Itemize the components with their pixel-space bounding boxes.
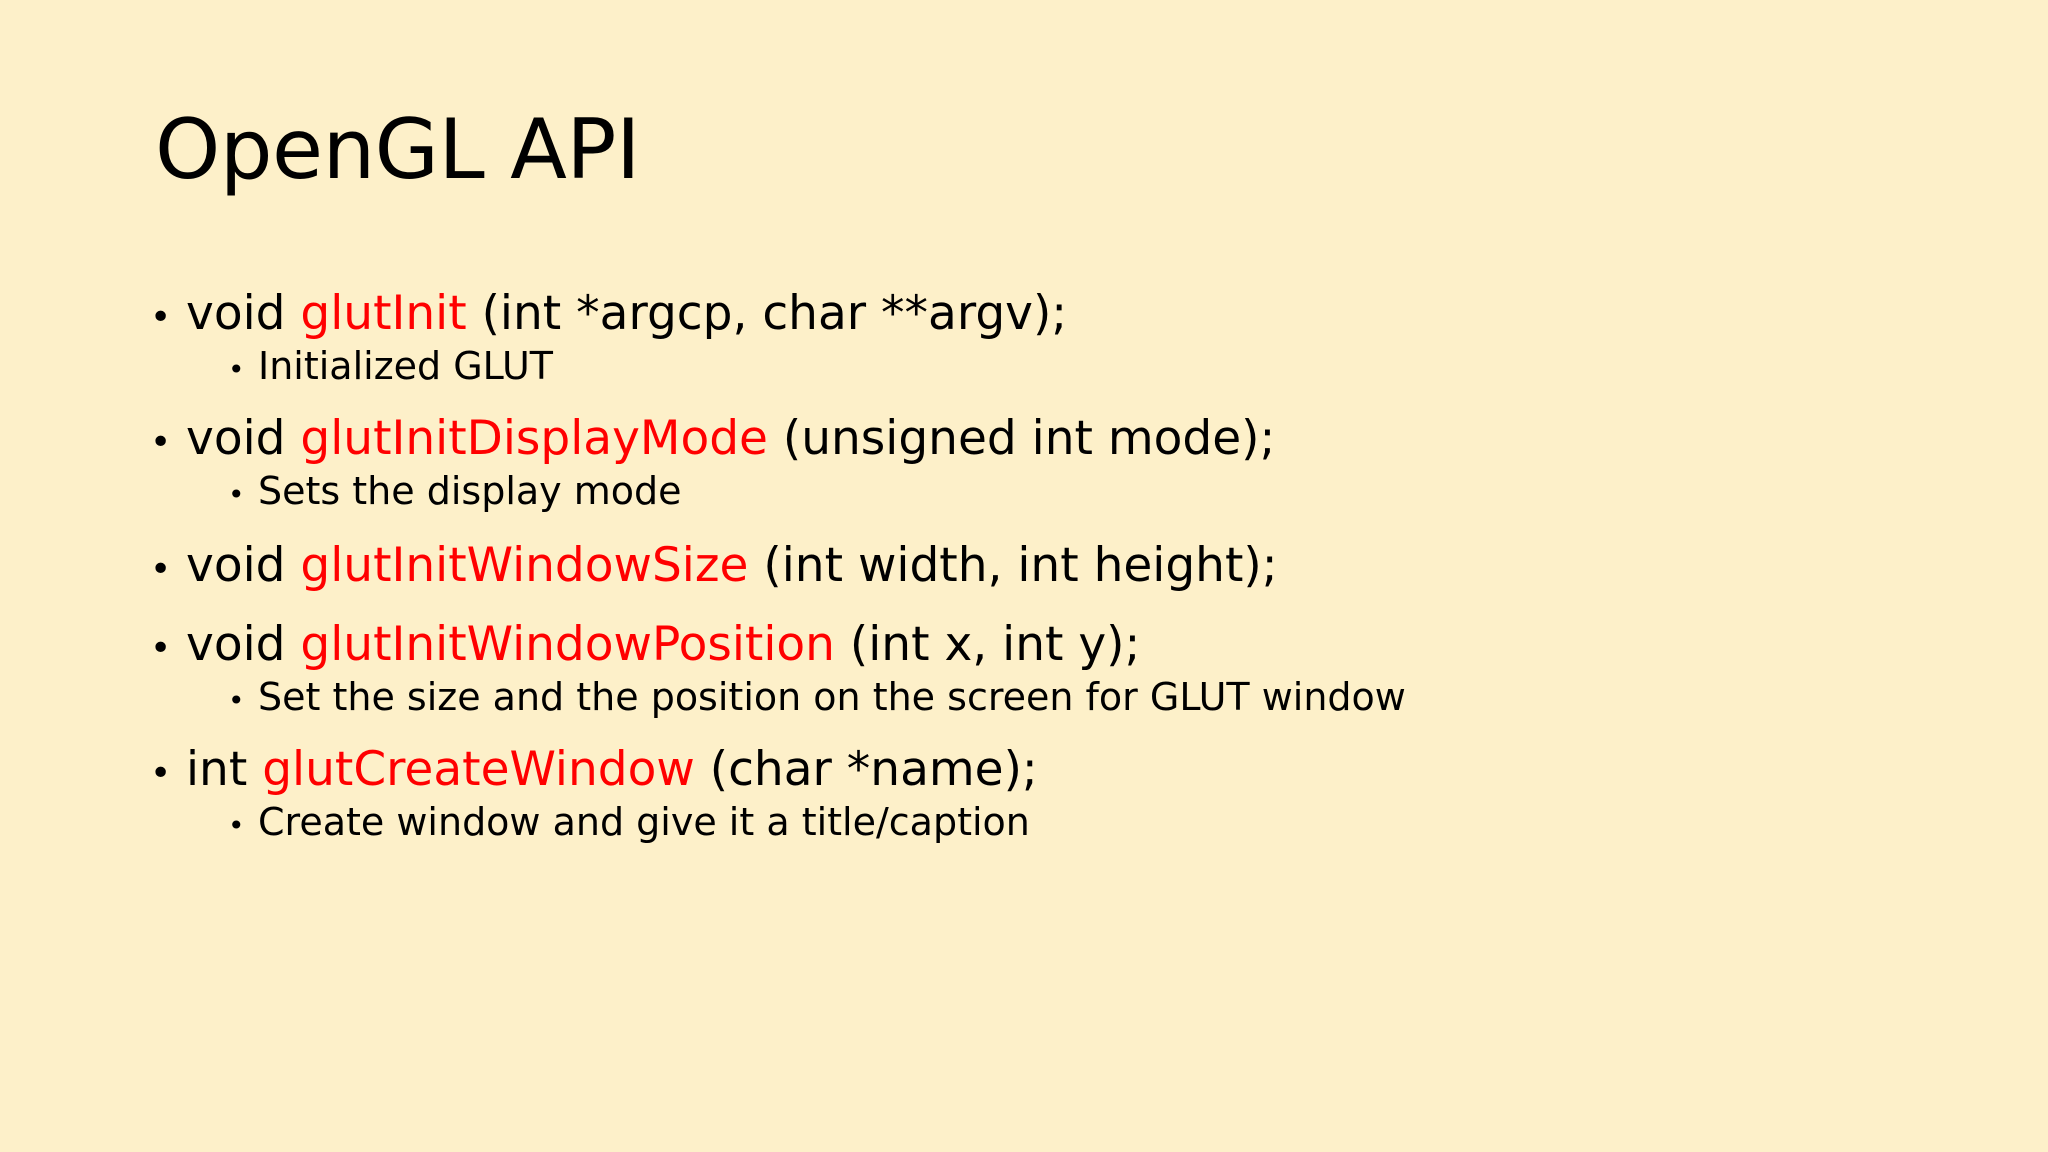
bullet-marker-icon: •	[228, 353, 245, 386]
code-keyword: void	[186, 617, 301, 672]
code-keyword: void	[186, 286, 301, 341]
code-keyword: void	[186, 411, 301, 466]
code-signature: (unsigned int mode);	[767, 411, 1276, 466]
function-name: glutInitDisplayMode	[300, 411, 768, 466]
list-item: • Sets the display mode	[150, 472, 1950, 510]
bullet-marker-icon: •	[150, 549, 172, 590]
code-signature: (int width, int height);	[748, 538, 1278, 593]
code-keyword: void	[186, 538, 301, 593]
bullet-marker-icon: •	[150, 753, 172, 794]
list-item-text: Set the size and the position on the scr…	[258, 675, 1406, 719]
list-item: • Set the size and the position on the s…	[150, 678, 1950, 716]
list-item: • void glutInitDisplayMode (unsigned int…	[150, 415, 1950, 462]
list-item-text: void glutInitWindowPosition (int x, int …	[186, 621, 1140, 668]
list-item-text: int glutCreateWindow (char *name);	[186, 746, 1038, 793]
bullet-marker-icon: •	[150, 422, 172, 463]
list-item: • Create window and give it a title/capt…	[150, 803, 1950, 841]
list-item: • void glutInitWindowPosition (int x, in…	[150, 621, 1950, 668]
code-signature: (int *argcp, char **argv);	[466, 286, 1068, 341]
list-item: • Initialized GLUT	[150, 347, 1950, 385]
function-name: glutInitWindowSize	[300, 538, 749, 593]
list-item-text: Create window and give it a title/captio…	[258, 800, 1030, 844]
function-name: glutCreateWindow	[262, 742, 695, 797]
list-item: • void glutInit (int *argcp, char **argv…	[150, 290, 1950, 337]
list-item: • int glutCreateWindow (char *name);	[150, 746, 1950, 793]
list-item-text: void glutInit (int *argcp, char **argv);	[186, 290, 1067, 337]
list-item-text: void glutInitDisplayMode (unsigned int m…	[186, 415, 1275, 462]
code-signature: (int x, int y);	[834, 617, 1141, 672]
list-item-text: void glutInitWindowSize (int width, int …	[186, 542, 1278, 589]
bullet-marker-icon: •	[150, 628, 172, 669]
page-title: OpenGL API	[155, 101, 640, 198]
list-item-text: Sets the display mode	[258, 469, 682, 513]
list-item-text: Initialized GLUT	[258, 344, 553, 388]
code-signature: (char *name);	[694, 742, 1038, 797]
list-item: • void glutInitWindowSize (int width, in…	[150, 542, 1950, 589]
bullet-marker-icon: •	[228, 478, 245, 511]
slide-body: • void glutInit (int *argcp, char **argv…	[150, 290, 1950, 851]
bullet-marker-icon: •	[228, 684, 245, 717]
function-name: glutInit	[300, 286, 467, 341]
function-name: glutInitWindowPosition	[300, 617, 835, 672]
code-keyword: int	[186, 742, 263, 797]
bullet-marker-icon: •	[150, 297, 172, 338]
bullet-marker-icon: •	[228, 809, 245, 842]
